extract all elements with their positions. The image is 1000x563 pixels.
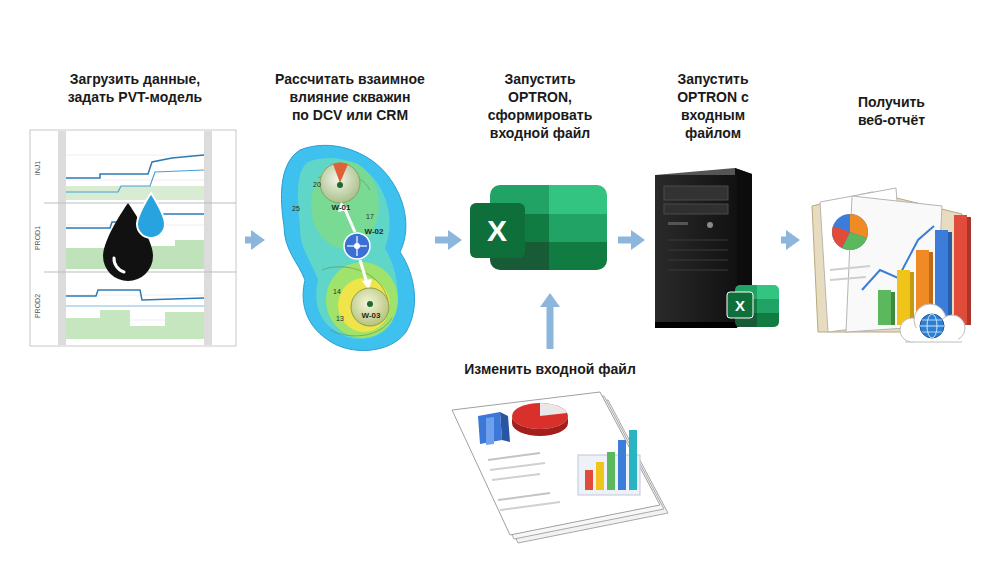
- arrow-head: [631, 230, 645, 250]
- excel-letter: X: [487, 216, 507, 246]
- well-map: [281, 145, 414, 350]
- well-name: W-03: [362, 312, 381, 320]
- axis-label: PROD2: [34, 294, 41, 318]
- axis-label: PROD1: [34, 226, 41, 250]
- axis-label: INJ1: [34, 161, 41, 175]
- process-step: Запустить OPTRON, сформировать входной ф…: [465, 68, 615, 290]
- map-number: 20: [313, 181, 321, 188]
- input-step: Изменить входной файл: [440, 352, 660, 544]
- flow-arrow: [245, 230, 265, 250]
- arrow-head: [251, 230, 265, 250]
- excel-letter: X: [735, 298, 745, 313]
- map-number: 17: [366, 213, 374, 220]
- arrow-shaft: [618, 237, 632, 244]
- excel-icon: [470, 185, 607, 270]
- arrow-head: [448, 230, 462, 250]
- well-name: W-02: [365, 228, 384, 236]
- map-number: 14: [333, 288, 341, 295]
- process-step: Загрузить данные, задать PVT-модель: [28, 68, 242, 348]
- process-step: Получить веб-отчёт: [803, 68, 980, 348]
- map-number: 13: [336, 315, 344, 322]
- step-title: Изменить входной файл: [443, 360, 657, 378]
- step-title: Запустить OPTRON, сформировать входной ф…: [484, 70, 596, 142]
- step-title: Рассчитать взаимное влияние скважин по D…: [270, 70, 430, 124]
- process-step: Рассчитать взаимное влияние скважин по D…: [268, 68, 432, 353]
- well-chart: [30, 130, 236, 346]
- arrow-head: [540, 293, 560, 307]
- step-title: Запустить OPTRON с входным файлом: [669, 70, 757, 142]
- arrow-shaft: [547, 306, 554, 349]
- arrow-shaft: [245, 237, 252, 244]
- step-title: Получить веб-отчёт: [842, 93, 942, 129]
- flow-arrow: [781, 230, 800, 250]
- step-title: Загрузить данные, задать PVT-модель: [60, 70, 210, 106]
- flow-arrow: [618, 230, 645, 250]
- arrow-shaft: [435, 237, 449, 244]
- arrow-head: [786, 230, 800, 250]
- flow-arrow: [435, 230, 462, 250]
- report-document: [452, 392, 668, 543]
- well-name: W-01: [332, 204, 351, 212]
- process-step: Запустить OPTRON с входным файлом: [648, 68, 778, 333]
- map-number: 25: [292, 205, 300, 212]
- computer-tower: [655, 168, 779, 328]
- report-folder: [812, 188, 971, 342]
- flow-arrow: [540, 293, 560, 349]
